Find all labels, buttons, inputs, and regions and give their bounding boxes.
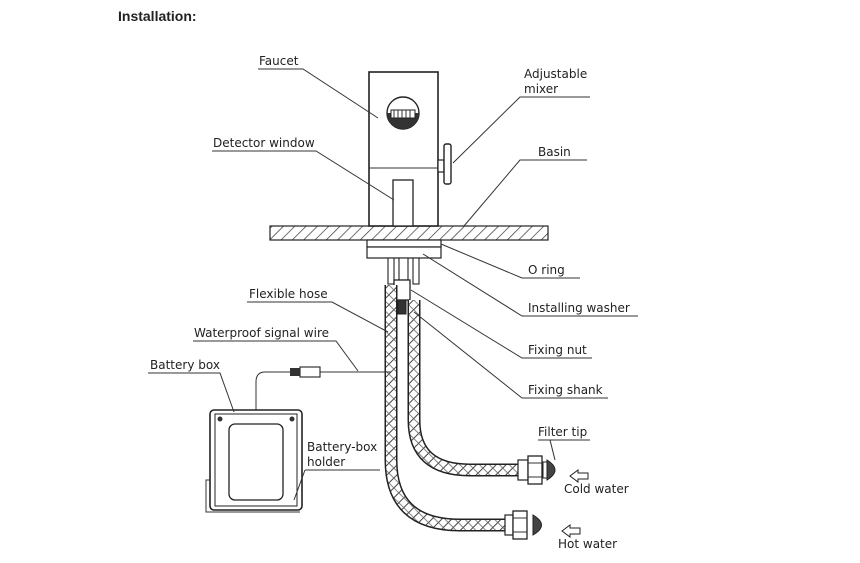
- label-flexible-hose: Flexible hose: [249, 287, 328, 301]
- label-filter-tip: Filter tip: [538, 425, 587, 439]
- hot-water-arrow-icon: [561, 524, 581, 538]
- cold-water-fitting: [517, 455, 556, 485]
- o-ring: [366, 239, 442, 248]
- label-battery-box: Battery box: [150, 358, 220, 372]
- filter-tip: [546, 459, 556, 481]
- label-battery-box-holder-2: holder: [307, 455, 345, 469]
- battery-box: [205, 409, 303, 513]
- fixing-shank: [398, 257, 409, 281]
- detector-window: [392, 179, 414, 227]
- label-hot-water: Hot water: [558, 537, 617, 551]
- label-fixing-shank: Fixing shank: [528, 383, 603, 397]
- label-adjustable-mixer: Adjustable: [524, 67, 587, 81]
- label-waterproof-signal-wire: Waterproof signal wire: [194, 326, 329, 340]
- adjustable-mixer-knob: [437, 143, 452, 185]
- cold-water-arrow-icon: [569, 469, 589, 483]
- label-battery-box-holder: Battery-box: [307, 440, 377, 454]
- label-basin: Basin: [538, 145, 571, 159]
- waterproof-signal-wire: [255, 366, 391, 412]
- hot-water-fitting: [504, 510, 542, 540]
- installing-washer: [366, 246, 442, 259]
- label-detector-window: Detector window: [213, 136, 315, 150]
- label-faucet: Faucet: [259, 54, 299, 68]
- label-installing-washer: Installing washer: [528, 301, 630, 315]
- page-title: Installation:: [118, 8, 197, 24]
- label-fixing-nut: Fixing nut: [528, 343, 587, 357]
- faucet-body: [368, 71, 439, 227]
- flexible-hose-cold: [407, 300, 518, 477]
- flexible-hose-hot: [384, 285, 505, 532]
- label-cold-water: Cold water: [564, 482, 629, 496]
- label-o-ring: O ring: [528, 263, 565, 277]
- basin-slab: [269, 225, 549, 241]
- label-adjustable-mixer-2: mixer: [524, 82, 558, 96]
